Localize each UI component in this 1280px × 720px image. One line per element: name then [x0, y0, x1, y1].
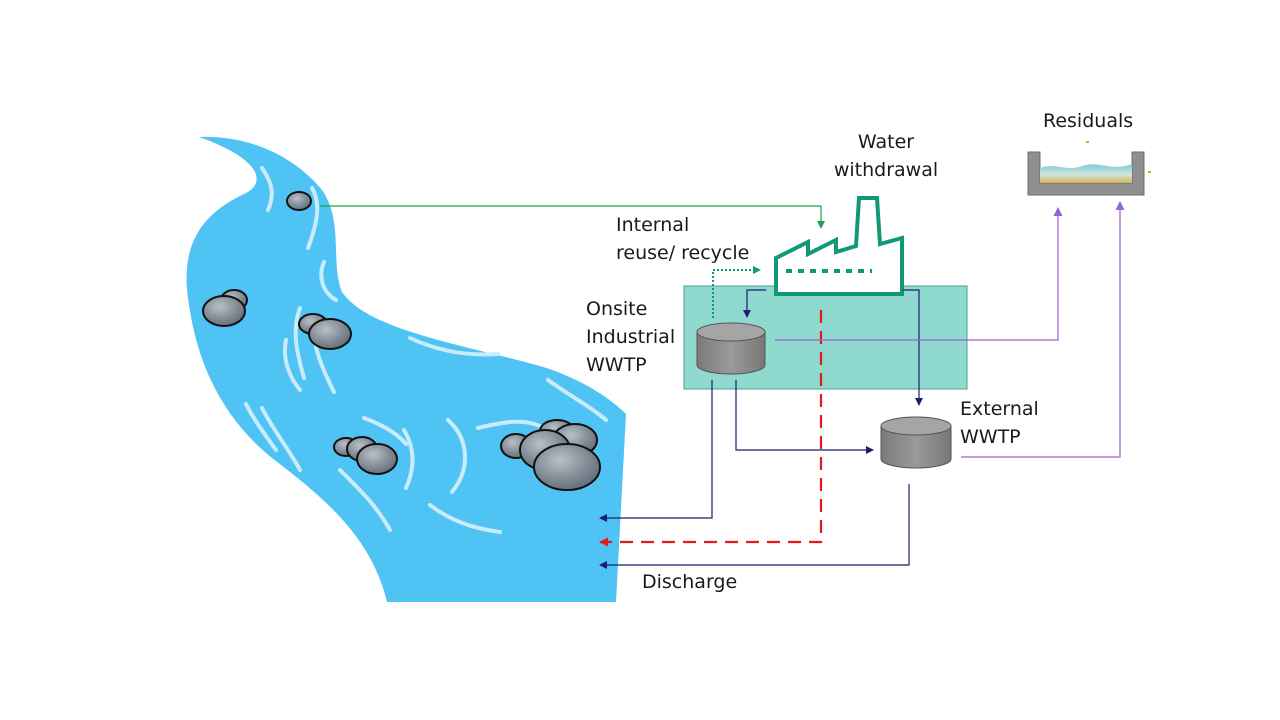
river-body	[186, 136, 626, 602]
water-withdrawal-label: Water withdrawal	[833, 131, 939, 181]
river-illustration	[186, 136, 626, 602]
onsite-to-external-arrow	[735, 380, 874, 454]
rocks	[202, 191, 601, 491]
residuals-basin-icon	[1027, 141, 1151, 196]
onsite-discharge-arrow	[599, 380, 713, 522]
residuals-label: Residuals	[1043, 110, 1134, 132]
external-wwtp-label: External WWTP	[960, 398, 1039, 448]
factory-to-external-arrow	[903, 289, 923, 406]
factory-to-onsite-arrow	[743, 289, 766, 318]
discharge-label: Discharge	[642, 571, 738, 593]
external-discharge-arrow	[599, 484, 910, 569]
internal-reuse-label: Internal reuse/ recycle	[616, 214, 750, 264]
external-tank-icon	[880, 416, 952, 469]
onsite-wwtp-label: Onsite Industrial WWTP	[586, 298, 676, 376]
factory-icon	[774, 196, 904, 296]
direct-discharge-arrow	[599, 310, 823, 547]
withdrawal-arrow	[320, 205, 825, 229]
onsite-residuals-arrow	[775, 207, 1063, 341]
reuse-recycle-arrow	[712, 266, 761, 318]
onsite-tank-icon	[696, 322, 766, 375]
external-residuals-arrow	[961, 201, 1125, 458]
